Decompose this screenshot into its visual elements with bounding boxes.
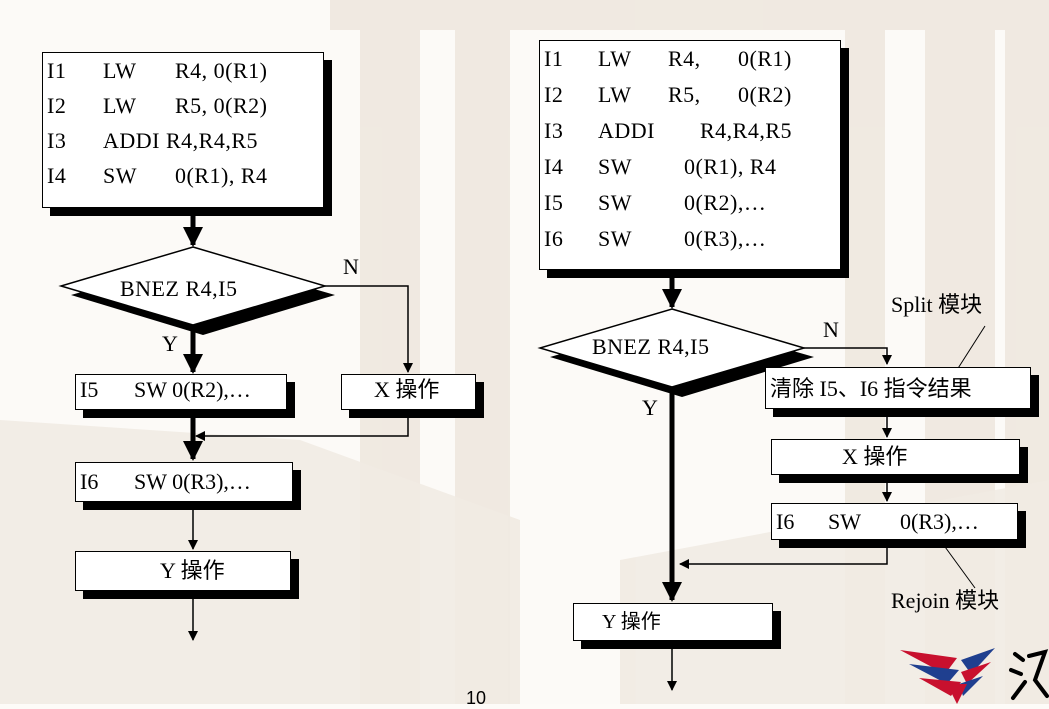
left-flow-lines <box>58 212 413 641</box>
clear-results-box: 清除 I5、I6 指令结果 <box>765 367 1031 409</box>
left-x-operation-box: X 操作 <box>341 374 476 410</box>
left-yes-label: Y <box>162 331 178 356</box>
rejoin-module-label: Rejoin 模块 <box>891 588 1000 613</box>
page-number: 10 <box>466 688 487 708</box>
right-y-operation-box: Y 操作 <box>573 603 773 641</box>
university-logo-icon <box>900 648 1049 704</box>
split-module-label: Split 模块 <box>891 292 983 317</box>
right-no-label: N <box>823 317 839 342</box>
right-branch-condition: BNEZ R4,I5 <box>592 334 710 359</box>
left-no-label: N <box>343 254 359 279</box>
right-yes-label: Y <box>642 395 658 420</box>
right-x-operation-box: X 操作 <box>771 439 1020 475</box>
left-y-operation-box: Y 操作 <box>75 551 291 591</box>
right-flow-lines <box>537 272 986 691</box>
left-branch-condition: BNEZ R4,I5 <box>120 276 238 301</box>
